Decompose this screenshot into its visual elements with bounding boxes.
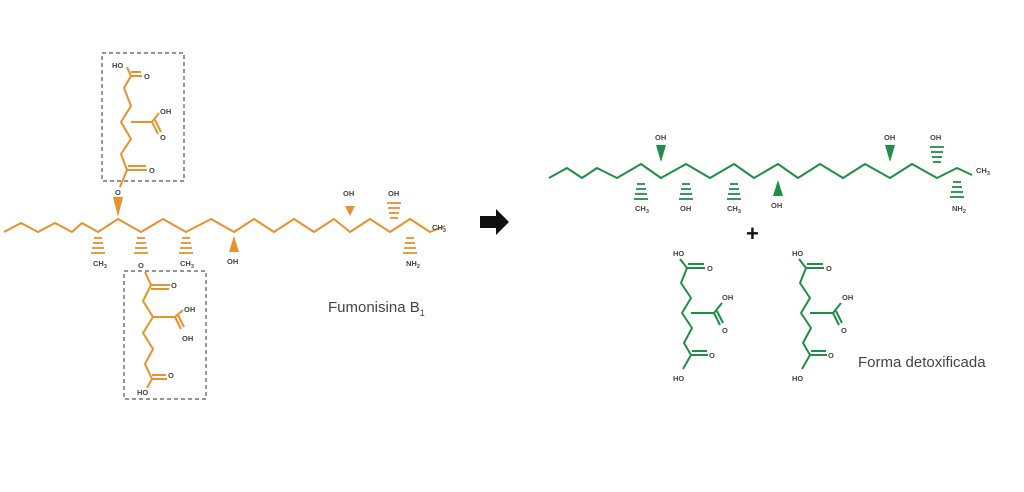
o-hash-down [134, 237, 148, 254]
atom-label-o: O [144, 72, 150, 81]
atom-label-oh: OH [680, 204, 691, 213]
atom-label-o: O [115, 188, 121, 197]
ch3-hash-down-1 [91, 237, 105, 254]
atom-label-o: O [138, 261, 144, 270]
atom-label-o: O [707, 264, 713, 273]
atom-label-o: O [160, 133, 166, 142]
tricarballylic-acid-2 [798, 258, 843, 370]
atom-text: CH [635, 204, 646, 213]
oh-hash-down-1 [679, 183, 693, 200]
atom-label-ho: HO [137, 388, 148, 397]
fumonisin-caption: Fumonisina B1 [328, 299, 425, 318]
atom-subscript: 3 [191, 264, 194, 270]
detoxified-caption: Forma detoxificada [858, 354, 986, 371]
atom-label-ch3: CH3 [93, 259, 107, 270]
oh-hash-up [930, 146, 944, 163]
atom-label-o: O [709, 351, 715, 360]
fumonisin-b1-structure [3, 66, 446, 389]
caption-text: Fumonisina B [328, 299, 420, 316]
atom-text: NH [952, 204, 963, 213]
atom-label-o: O [828, 351, 834, 360]
atom-text: CH [432, 223, 443, 232]
atom-label-ch3: CH3 [432, 223, 446, 234]
atom-subscript: 3 [738, 209, 741, 215]
oh-wedge-up [885, 145, 895, 162]
atom-label-ch3: CH3 [727, 204, 741, 215]
atom-label-nh2: NH2 [406, 259, 420, 270]
atom-label-oh: OH [182, 334, 193, 343]
atom-label-ho: HO [792, 249, 803, 258]
atom-text: CH [93, 259, 104, 268]
arrow-right-icon [480, 209, 509, 235]
atom-label-oh: OH [655, 133, 666, 142]
atom-label-o: O [826, 264, 832, 273]
oh-wedge-down [229, 236, 239, 252]
atom-text: CH [727, 204, 738, 213]
plus-sign: + [746, 221, 759, 246]
atom-label-ho: HO [673, 374, 684, 383]
lower-ester-chain [142, 271, 154, 380]
atom-label-oh: OH [160, 107, 171, 116]
atom-label-oh: OH [771, 201, 782, 210]
oh-wedge-down [773, 180, 783, 196]
atom-label-ch3: CH3 [180, 259, 194, 270]
atom-label-o: O [171, 281, 177, 290]
atom-label-ho: HO [112, 61, 123, 70]
atom-label-ho: HO [792, 374, 803, 383]
atom-subscript: 2 [963, 209, 966, 215]
atom-label-o: O [149, 166, 155, 175]
atom-subscript: 3 [987, 171, 990, 177]
atom-label-nh2: NH2 [952, 204, 966, 215]
atom-label-oh: OH [930, 133, 941, 142]
caption-subscript: 1 [420, 308, 425, 318]
nh2-hash-down [950, 181, 964, 198]
o-wedge-up [113, 197, 123, 217]
atom-label-o: O [722, 326, 728, 335]
detoxified-backbone [548, 163, 973, 179]
tricarballylic-acid-1 [679, 258, 724, 370]
atom-text: CH [180, 259, 191, 268]
atom-subscript: 3 [646, 209, 649, 215]
upper-ester-chain [119, 75, 132, 188]
atom-subscript: 3 [104, 264, 107, 270]
atom-text: NH [406, 259, 417, 268]
oh-wedge-up [345, 206, 355, 216]
detoxified-backbone-structure [548, 145, 973, 200]
atom-label-o: O [841, 326, 847, 335]
atom-subscript: 2 [417, 264, 420, 270]
oh-hash-up [387, 202, 401, 219]
nh2-hash-down [403, 237, 417, 254]
ch3-hash-down-2 [179, 237, 193, 254]
atom-label-oh: OH [388, 189, 399, 198]
oh-wedge-up [656, 145, 666, 162]
atom-label-ch3: CH3 [635, 204, 649, 215]
atom-label-ch3: CH3 [976, 166, 990, 177]
atom-label-oh: OH [884, 133, 895, 142]
upper-ester-box [101, 52, 185, 182]
atom-label-oh: OH [343, 189, 354, 198]
ch3-hash-down-2 [727, 183, 741, 200]
atom-label-oh: OH [184, 305, 195, 314]
atom-label-o: O [168, 371, 174, 380]
atom-label-oh: OH [227, 257, 238, 266]
fumonisin-backbone [3, 218, 446, 233]
atom-label-oh: OH [842, 293, 853, 302]
atom-label-ho: HO [673, 249, 684, 258]
ch3-hash-down-1 [634, 183, 648, 200]
atom-subscript: 3 [443, 228, 446, 234]
atom-text: CH [976, 166, 987, 175]
atom-label-oh: OH [722, 293, 733, 302]
